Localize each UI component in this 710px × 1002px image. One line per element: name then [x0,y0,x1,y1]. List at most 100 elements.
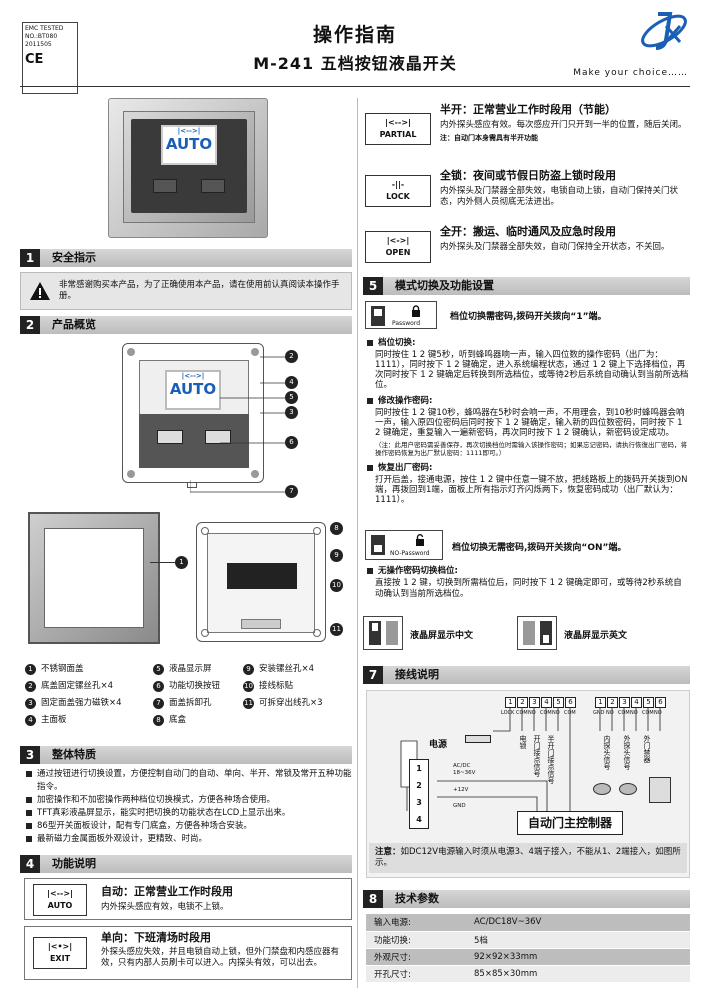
emc-line: 2011505 [25,41,52,48]
section-number: 2 [20,316,40,334]
spec-key: 外观尺寸: [366,948,466,966]
warning-icon [30,282,50,300]
note-text: 如DC12V电源输入时须从电源3、4端子接入，不能从1、2端接入，如图所示。 [375,847,681,868]
terminal: 2 [517,697,528,708]
open-desc: 内外探头及门禁器全部失效，自动门保持全开状态，不关回。 [440,242,670,252]
proc-head-text: 无操作密码切换档位: [378,566,458,576]
section-number: 3 [20,746,40,764]
auto-glyph: |<-->| [47,889,73,898]
lock-open-icon: |<-->| [177,127,201,135]
section-number: 1 [20,249,40,267]
lang-switch-cn-icon [363,616,403,650]
proc-note: （注：此用户密码需妥善保存，再次切换档位时需输入该操作密码；如果忘记密码，请执行… [375,441,687,457]
ce-mark: CE [25,52,44,67]
selector-button-left[interactable] [157,430,183,444]
power-terminal-block: 1 2 3 4 [409,759,429,829]
password-switch-icon: Password [365,301,437,329]
proc-head: 无操作密码切换档位: [367,565,690,578]
emc-badge: EMC TESTED NO.:BT080 2011505 CE [22,22,78,94]
terminal: 6 [655,697,666,708]
power-terminal: 2 [416,781,422,790]
callout-7: 7 [285,485,298,498]
unlock-icon [416,534,424,546]
section-title: 产品概览 [52,318,96,331]
legend-num: 5 [153,664,164,675]
no-password-mode-text: 档位切换无需密码,拨码开关拨向“ON”端。 [452,543,627,553]
selector-button-right[interactable] [201,179,225,193]
exit-mode-row: |<•>| EXIT 单向：下班清场时段用 外探头感应失效，并且电锁自动上锁，但… [24,926,352,980]
power-terminal: 1 [416,764,422,773]
legend-text: 底盒 [169,715,187,725]
terminal: 1 [505,697,516,708]
terminal: 4 [631,697,642,708]
legend-item: 4 主面板 [25,713,153,728]
lock-icon [412,305,420,317]
password-procedures: 档位切换: 同时按住 1 2 键5秒，听到蜂鸣器响一声，输入四位数的操作密码（出… [367,337,690,505]
legend-text: 不锈钢面盖 [41,664,84,674]
callout-5: 5 [285,391,298,404]
terminal-label: NO [528,710,536,716]
feature-text: 通过按钮进行切换设置，方便控制自动门的自动、单向、半开、常锁及常开五种功能指令。 [37,769,352,792]
legend-num: 9 [243,664,254,675]
proc-body: 同时按住 1 2 键5秒，听到蜂鸣器响一声，输入四位数的操作密码（出厂为：111… [375,350,689,390]
terminal-label: LOCK [501,710,515,716]
selector-button-right[interactable] [205,430,231,444]
front-panel-diagram: |<-->| AUTO [122,343,264,488]
feature-text: 86型开关面板设计，配有专门底盒，方便各种场合安装。 [37,821,252,831]
terminal: 5 [553,697,564,708]
selector-button-left[interactable] [153,179,177,193]
proc-head-text: 恢复出厂密码: [378,463,433,473]
section-8-header: 8 技术参数 [363,890,690,908]
terminal-block-b: 1 2 3 4 5 6 [595,697,666,708]
no-password-label: NO-Password [390,550,430,557]
exit-glyph: |<•>| [47,942,73,951]
auto-mode-icon: |<-->| AUTO [33,884,87,916]
legend-text: 安装镙丝孔×4 [259,664,315,674]
list-item: 最新磁力金属面板外观设计，更精致、时尚。 [26,833,352,846]
terminal-label: NO [654,710,662,716]
proc-body: 同时按住 1 2 键10秒，蜂鸣器在5秒时会响一声，不用理会，到10秒时蜂鸣器会… [375,408,685,438]
list-item: 通过按钮进行切换设置，方便控制自动门的自动、单向、半开、常锁及常开五种功能指令。 [26,768,352,794]
section-1-header: 1 安全指示 [20,249,352,267]
inner-sensor-icon [593,783,611,795]
lang-en-text: 液晶屏显示英文 [564,631,628,641]
legend-num: 10 [243,681,254,692]
legend-text: 底盖固定镙丝孔×4 [41,681,114,691]
power-label: 电源 [429,740,448,750]
legend-num: 4 [25,715,36,726]
table-row: 输入电源:AC/DC18V~36V [366,914,690,932]
screen-mode-text: AUTO [169,380,217,398]
password-mode-text: 档位切换需密码,拨码开关拨向“1”端。 [450,312,607,322]
legend-item: 9 安装镙丝孔×4 [243,662,355,677]
wiring-note: 注意：如DC12V电源输入时须从电源3、4端子接入，不能从1、2端接入，如图所示… [369,843,687,873]
table-row: 功能切换:5档 [366,931,690,949]
exit-label: EXIT [49,954,71,963]
proc-head-text: 修改操作密码: [378,396,433,406]
cover-plate-diagram [28,512,160,644]
legend-text: 主面板 [41,715,67,725]
outer-sensor-icon [619,783,637,795]
proc-body: 打开后盖，接通电源，按住 1 2 键中任意一键不放，把线路板上的拨码开关拨到ON… [375,475,688,505]
legend-num: 3 [25,698,36,709]
section-2-header: 2 产品概览 [20,316,352,334]
exit-title: 单向：下班清场时段用 [101,931,211,944]
callout-1: 1 [175,556,188,569]
no-password-procedure: 无操作密码切换档位: 直接按 1 2 键，切换到所需档位后，同时按下 1 2 键… [367,565,690,600]
section-title: 技术参数 [395,892,439,905]
gnd-label: GND [453,803,466,809]
legend-text: 可拆穿出线孔×3 [259,698,323,708]
auto-title: 自动：正常营业工作时段用 [101,885,233,898]
proc-body: 直接按 1 2 键，切换到所需档位后，同时按下 1 2 键确定即可，或等待2秒系… [375,578,682,599]
partial-glyph: |<-->| [385,118,411,127]
section-7-header: 7 接线说明 [363,666,690,684]
terminal: 5 [643,697,654,708]
list-item: 加密操作和不加密操作两种档位切换模式，方便各种场合使用。 [26,794,352,807]
terminal-label: NO [606,710,614,716]
feature-list: 通过按钮进行切换设置，方便控制自动门的自动、单向、半开、常锁及常开五种功能指令。… [26,768,352,846]
section-number: 5 [363,277,383,295]
